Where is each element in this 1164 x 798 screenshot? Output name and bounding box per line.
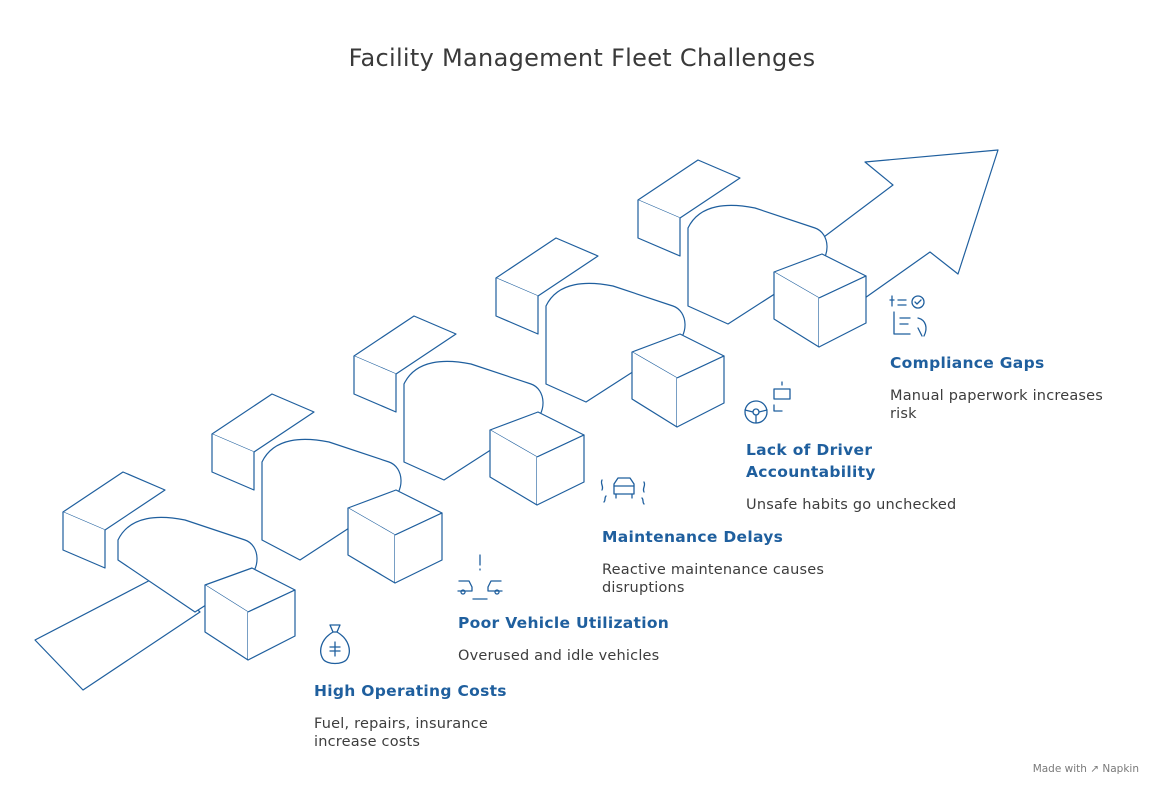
stage-description: Unsafe habits go unchecked	[746, 497, 957, 513]
stage-high-operating-costs: High Operating Costs Fuel, repairs, insu…	[314, 680, 574, 751]
page-title: Facility Management Fleet Challenges	[348, 44, 816, 72]
money-bag-icon	[320, 624, 350, 665]
stage-description: Overused and idle vehicles	[458, 648, 660, 664]
path-tail	[34, 574, 201, 691]
stage-poor-vehicle-utilization: Poor Vehicle Utilization Overused and id…	[458, 612, 718, 665]
stage-maintenance-delays: Maintenance Delays Reactive maintenance …	[602, 526, 862, 597]
stage-lack-of-driver-accountability: Lack of Driver Accountability Unsafe hab…	[746, 439, 1006, 514]
stage-title: Lack of Driver Accountability	[746, 441, 876, 481]
path-segment-2	[211, 393, 443, 584]
checklist-icon	[889, 295, 927, 337]
arrow-head	[799, 149, 999, 306]
steering-wheel-icon	[744, 381, 791, 424]
car-delay-icon	[600, 477, 646, 505]
stage-title: High Operating Costs	[314, 682, 507, 700]
vehicles-alert-icon	[457, 554, 503, 600]
napkin-credit: Made with ↗ Napkin	[1032, 763, 1139, 775]
stage-description: Reactive maintenance causes disruptions	[602, 562, 825, 596]
path-segment-5	[637, 159, 867, 348]
path-segment-3	[353, 315, 585, 506]
stage-compliance-gaps: Compliance Gaps Manual paperwork increas…	[890, 352, 1140, 423]
stage-description: Manual paperwork increases risk	[890, 388, 1104, 422]
stage-description: Fuel, repairs, insurance increase costs	[314, 716, 489, 750]
path-segment-1	[62, 471, 296, 661]
stage-title: Compliance Gaps	[890, 354, 1045, 372]
stage-title: Maintenance Delays	[602, 528, 784, 546]
stage-title: Poor Vehicle Utilization	[458, 614, 670, 632]
path-segment-4	[495, 237, 725, 428]
